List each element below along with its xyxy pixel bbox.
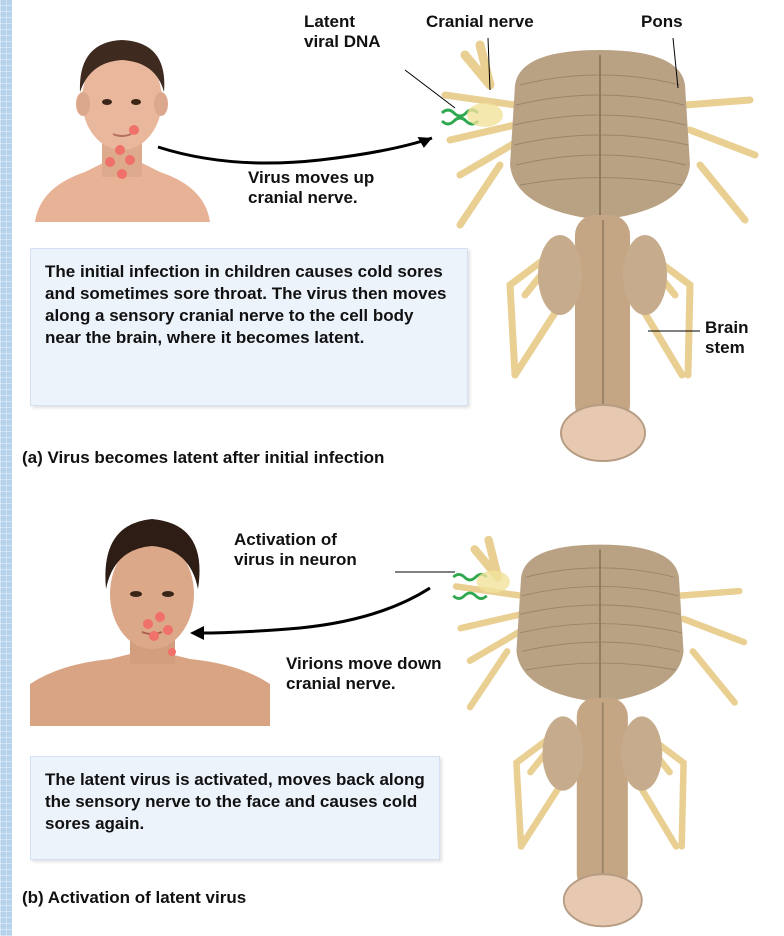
virions-down-arrow	[198, 588, 430, 633]
description-box-b: The latent virus is activated, moves bac…	[30, 756, 440, 860]
caption-b: (b) Activation of latent virus	[22, 888, 246, 908]
